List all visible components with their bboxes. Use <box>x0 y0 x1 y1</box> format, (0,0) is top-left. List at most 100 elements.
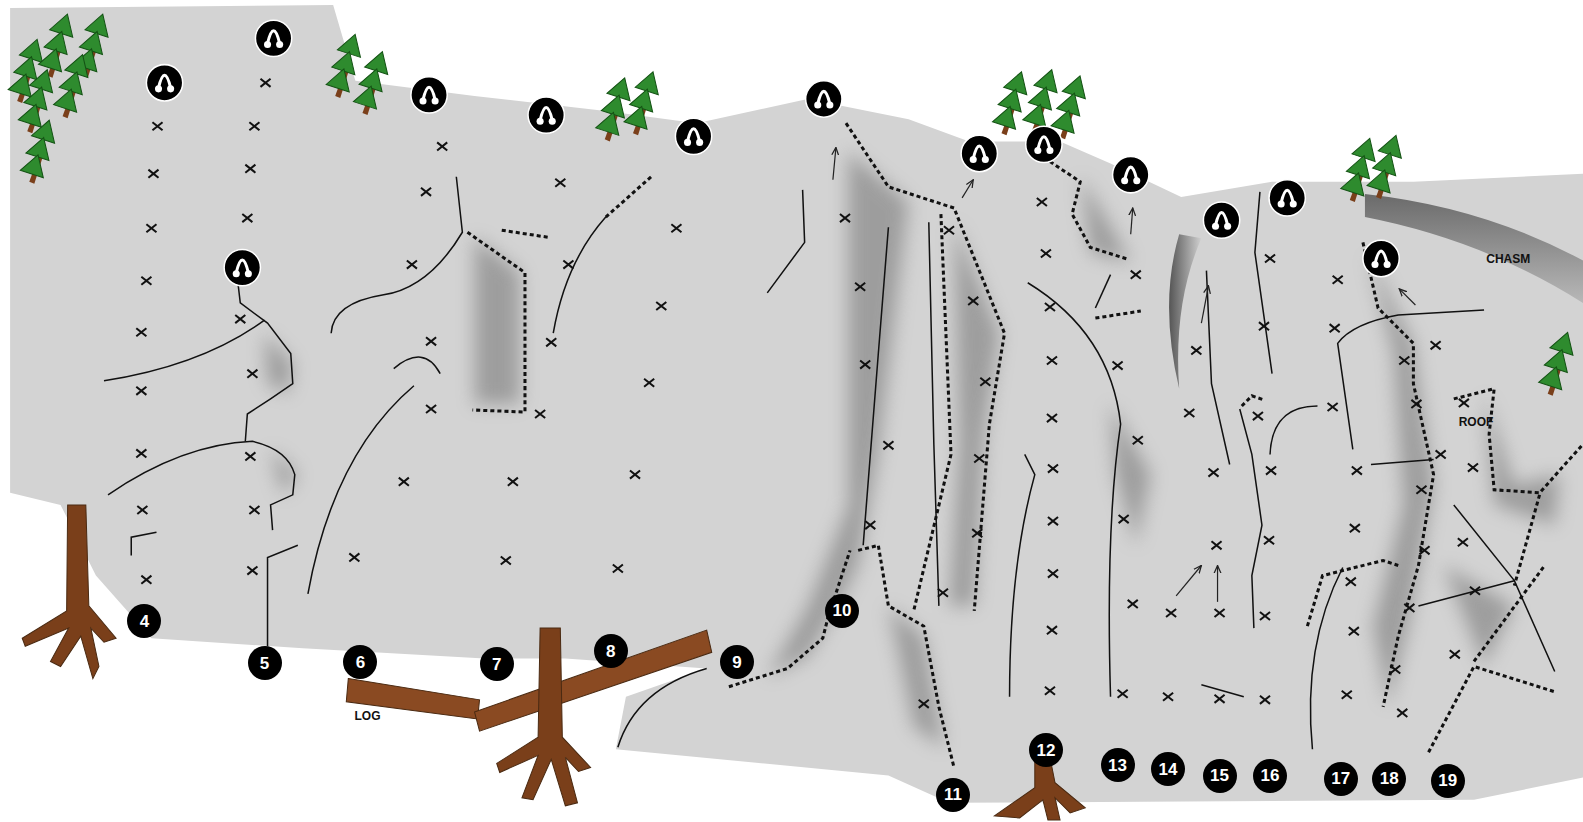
bolt-mark <box>501 556 511 564</box>
anchor-ring <box>276 41 283 48</box>
bolt-mark <box>1208 469 1218 477</box>
tree-foliage <box>1539 363 1568 390</box>
anchor-ring <box>1278 200 1285 207</box>
bolt-mark <box>1191 346 1201 354</box>
bolt-mark <box>245 452 255 460</box>
bolt-mark <box>399 478 409 486</box>
route-number-text: 4 <box>140 613 149 630</box>
bolt-mark <box>1399 356 1409 364</box>
anchor-ring <box>1269 180 1305 216</box>
logs <box>346 630 711 731</box>
tree-foliage <box>1378 132 1407 159</box>
bolt-mark <box>1411 400 1421 408</box>
route-number-text: 18 <box>1380 770 1399 787</box>
route-number-text: 17 <box>1331 770 1350 787</box>
bolt-mark <box>1166 609 1176 617</box>
bolt-mark <box>1390 665 1400 673</box>
route-number: 13 <box>1101 748 1135 782</box>
bolt-mark <box>972 529 982 537</box>
bolt-mark <box>508 478 518 486</box>
bolt-mark <box>152 122 162 130</box>
pine-tree <box>992 68 1033 135</box>
tree-trunks <box>22 505 1085 820</box>
tree-foliage <box>1367 166 1396 193</box>
shadows <box>265 151 1560 747</box>
bolt-mark <box>407 261 417 269</box>
area-label: ROOF <box>1459 416 1494 428</box>
bolt-mark <box>613 564 623 572</box>
route-number-text: 15 <box>1210 767 1229 784</box>
route-lines <box>104 177 1555 750</box>
anchor-symbol <box>528 97 564 133</box>
bolt-mark <box>968 297 978 305</box>
bolt-mark <box>137 506 147 514</box>
anchor-ring <box>970 156 977 163</box>
bolt-mark <box>840 214 850 222</box>
anchor-ring <box>814 101 821 108</box>
bolt-mark <box>1211 541 1221 549</box>
bolt-mark <box>148 170 158 178</box>
bolt-mark <box>630 471 640 479</box>
bolt-mark <box>1253 412 1263 420</box>
tree-foliage <box>359 65 388 92</box>
anchor-ring <box>245 270 252 277</box>
route-number: 8 <box>594 634 628 668</box>
direction-arrows <box>833 147 1416 601</box>
bolt-mark <box>1350 524 1360 532</box>
bolt-mark <box>1131 271 1141 279</box>
anchor-ring <box>1371 261 1378 268</box>
tree-foliage <box>79 28 108 55</box>
anchor-ring <box>411 77 447 113</box>
anchor-symbol <box>1203 202 1239 238</box>
anchor-ring <box>528 97 564 133</box>
pine-tree <box>54 51 95 118</box>
anchor-symbol <box>1026 126 1062 162</box>
bolt-mark <box>1333 276 1343 284</box>
tree-foliage <box>630 85 659 112</box>
tree-foliage <box>998 85 1027 112</box>
anchor-symbol <box>1113 157 1149 193</box>
anchor-ring <box>1026 126 1062 162</box>
anchor-symbol <box>224 249 260 285</box>
tree-foliage <box>1373 149 1402 176</box>
tree-foliage <box>1346 152 1375 179</box>
cliff-face <box>10 5 1583 803</box>
bolt-mark <box>535 410 545 418</box>
bolt-mark <box>1404 604 1414 612</box>
bolt-mark <box>136 328 146 336</box>
bolt-mark <box>1470 587 1480 595</box>
tree-foliage <box>365 48 394 75</box>
chimney-band <box>1169 234 1201 389</box>
bolt-mark <box>1184 409 1194 417</box>
bolt-mark <box>944 226 954 234</box>
route-number-text: 13 <box>1108 757 1127 774</box>
bolt-mark <box>249 122 259 130</box>
pine-tree <box>20 117 61 184</box>
route-number-text: 16 <box>1261 767 1280 784</box>
anchor-ring <box>982 156 989 163</box>
bolt-mark <box>426 337 436 345</box>
anchor-ring <box>1034 147 1041 154</box>
bolt-mark <box>1048 570 1058 578</box>
tree-foliage <box>332 48 361 75</box>
route-number: 15 <box>1203 759 1237 793</box>
tree-foliage <box>26 134 55 161</box>
tree-foliage <box>20 151 49 178</box>
tree-foliage <box>1034 66 1063 93</box>
tree-foliage <box>19 36 48 63</box>
tree-foliage <box>326 65 355 92</box>
bolt-mark <box>1215 695 1225 703</box>
bolt-mark <box>141 576 151 584</box>
bolt-mark <box>349 553 359 561</box>
bolt-mark <box>1349 627 1359 635</box>
anchor-ring <box>684 139 691 146</box>
anchor-ring <box>233 270 240 277</box>
anchor-ring <box>1203 202 1239 238</box>
bolt-mark <box>1264 536 1274 544</box>
pine-tree <box>326 31 367 98</box>
route-number-text: 12 <box>1036 742 1055 759</box>
bolt-marks <box>136 79 1480 717</box>
anchor-ring <box>167 85 174 92</box>
route-number: 7 <box>480 647 514 681</box>
bolt-mark <box>1259 322 1269 330</box>
